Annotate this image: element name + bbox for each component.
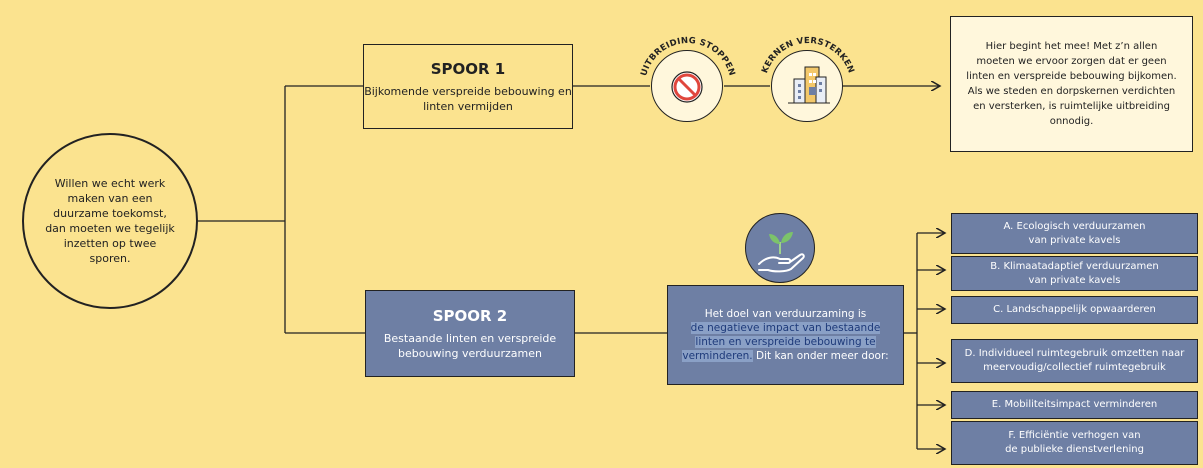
buildings-icon: [788, 66, 830, 104]
goal-box: Het doel van verduurzaming is de negatie…: [667, 285, 904, 385]
spoor1-box: SPOOR 1 Bijkomende verspreide bebouwing …: [363, 44, 573, 129]
spoor2-title: SPOOR 2: [432, 306, 508, 325]
goal-outro: Dit kan onder meer door:: [752, 350, 889, 362]
info-text: Hier begint het mee! Met z’n allen moete…: [966, 41, 1177, 127]
list-item: D. Individueel ruimtegebruik omzetten na…: [951, 339, 1198, 383]
intro-text: Willen we echt werk maken van een duurza…: [45, 177, 175, 265]
no-entry-icon: [671, 71, 703, 103]
spoor1-title: SPOOR 1: [430, 59, 506, 78]
item-a-label: A. Ecologisch verduurzamen van private k…: [1003, 220, 1146, 246]
spoor2-subtitle: Bestaande linten en verspreide bebouwing…: [383, 331, 557, 360]
spoor1-subtitle: Bijkomende verspreide bebouwing en linte…: [364, 84, 572, 113]
stop-badge: [651, 50, 723, 122]
intro-circle: Willen we echt werk maken van een duurza…: [22, 133, 198, 309]
item-f-label: F. Efficiëntie verhogen van de publieke …: [1005, 430, 1144, 455]
info-box: Hier begint het mee! Met z’n allen moete…: [950, 16, 1193, 152]
item-b-label: B. Klimaatadaptief verduurzamen van priv…: [990, 260, 1159, 286]
item-e-label: E. Mobiliteitsimpact verminderen: [991, 399, 1158, 410]
hand-plant-badge: [745, 213, 815, 283]
list-item: F. Efficiëntie verhogen van de publieke …: [951, 421, 1198, 465]
list-item: E. Mobiliteitsimpact verminderen: [951, 391, 1198, 419]
goal-intro: Het doel van verduurzaming is: [704, 308, 867, 320]
list-item: B. Klimaatadaptief verduurzamen van priv…: [951, 256, 1198, 291]
item-c-label: C. Landschappelijk opwaarderen: [993, 304, 1156, 315]
list-item: A. Ecologisch verduurzamen van private k…: [951, 213, 1198, 254]
kernen-badge: [771, 50, 843, 122]
goal-text: Het doel van verduurzaming is de negatie…: [678, 307, 893, 363]
svg-text:KERNEN VERSTERKEN: KERNEN VERSTERKEN: [760, 36, 856, 75]
spoor2-box: SPOOR 2 Bestaande linten en verspreide b…: [365, 290, 575, 377]
list-item: C. Landschappelijk opwaarderen: [951, 296, 1198, 324]
hand-plant-icon: [758, 232, 805, 273]
item-d-label: D. Individueel ruimtegebruik omzetten na…: [964, 348, 1185, 373]
